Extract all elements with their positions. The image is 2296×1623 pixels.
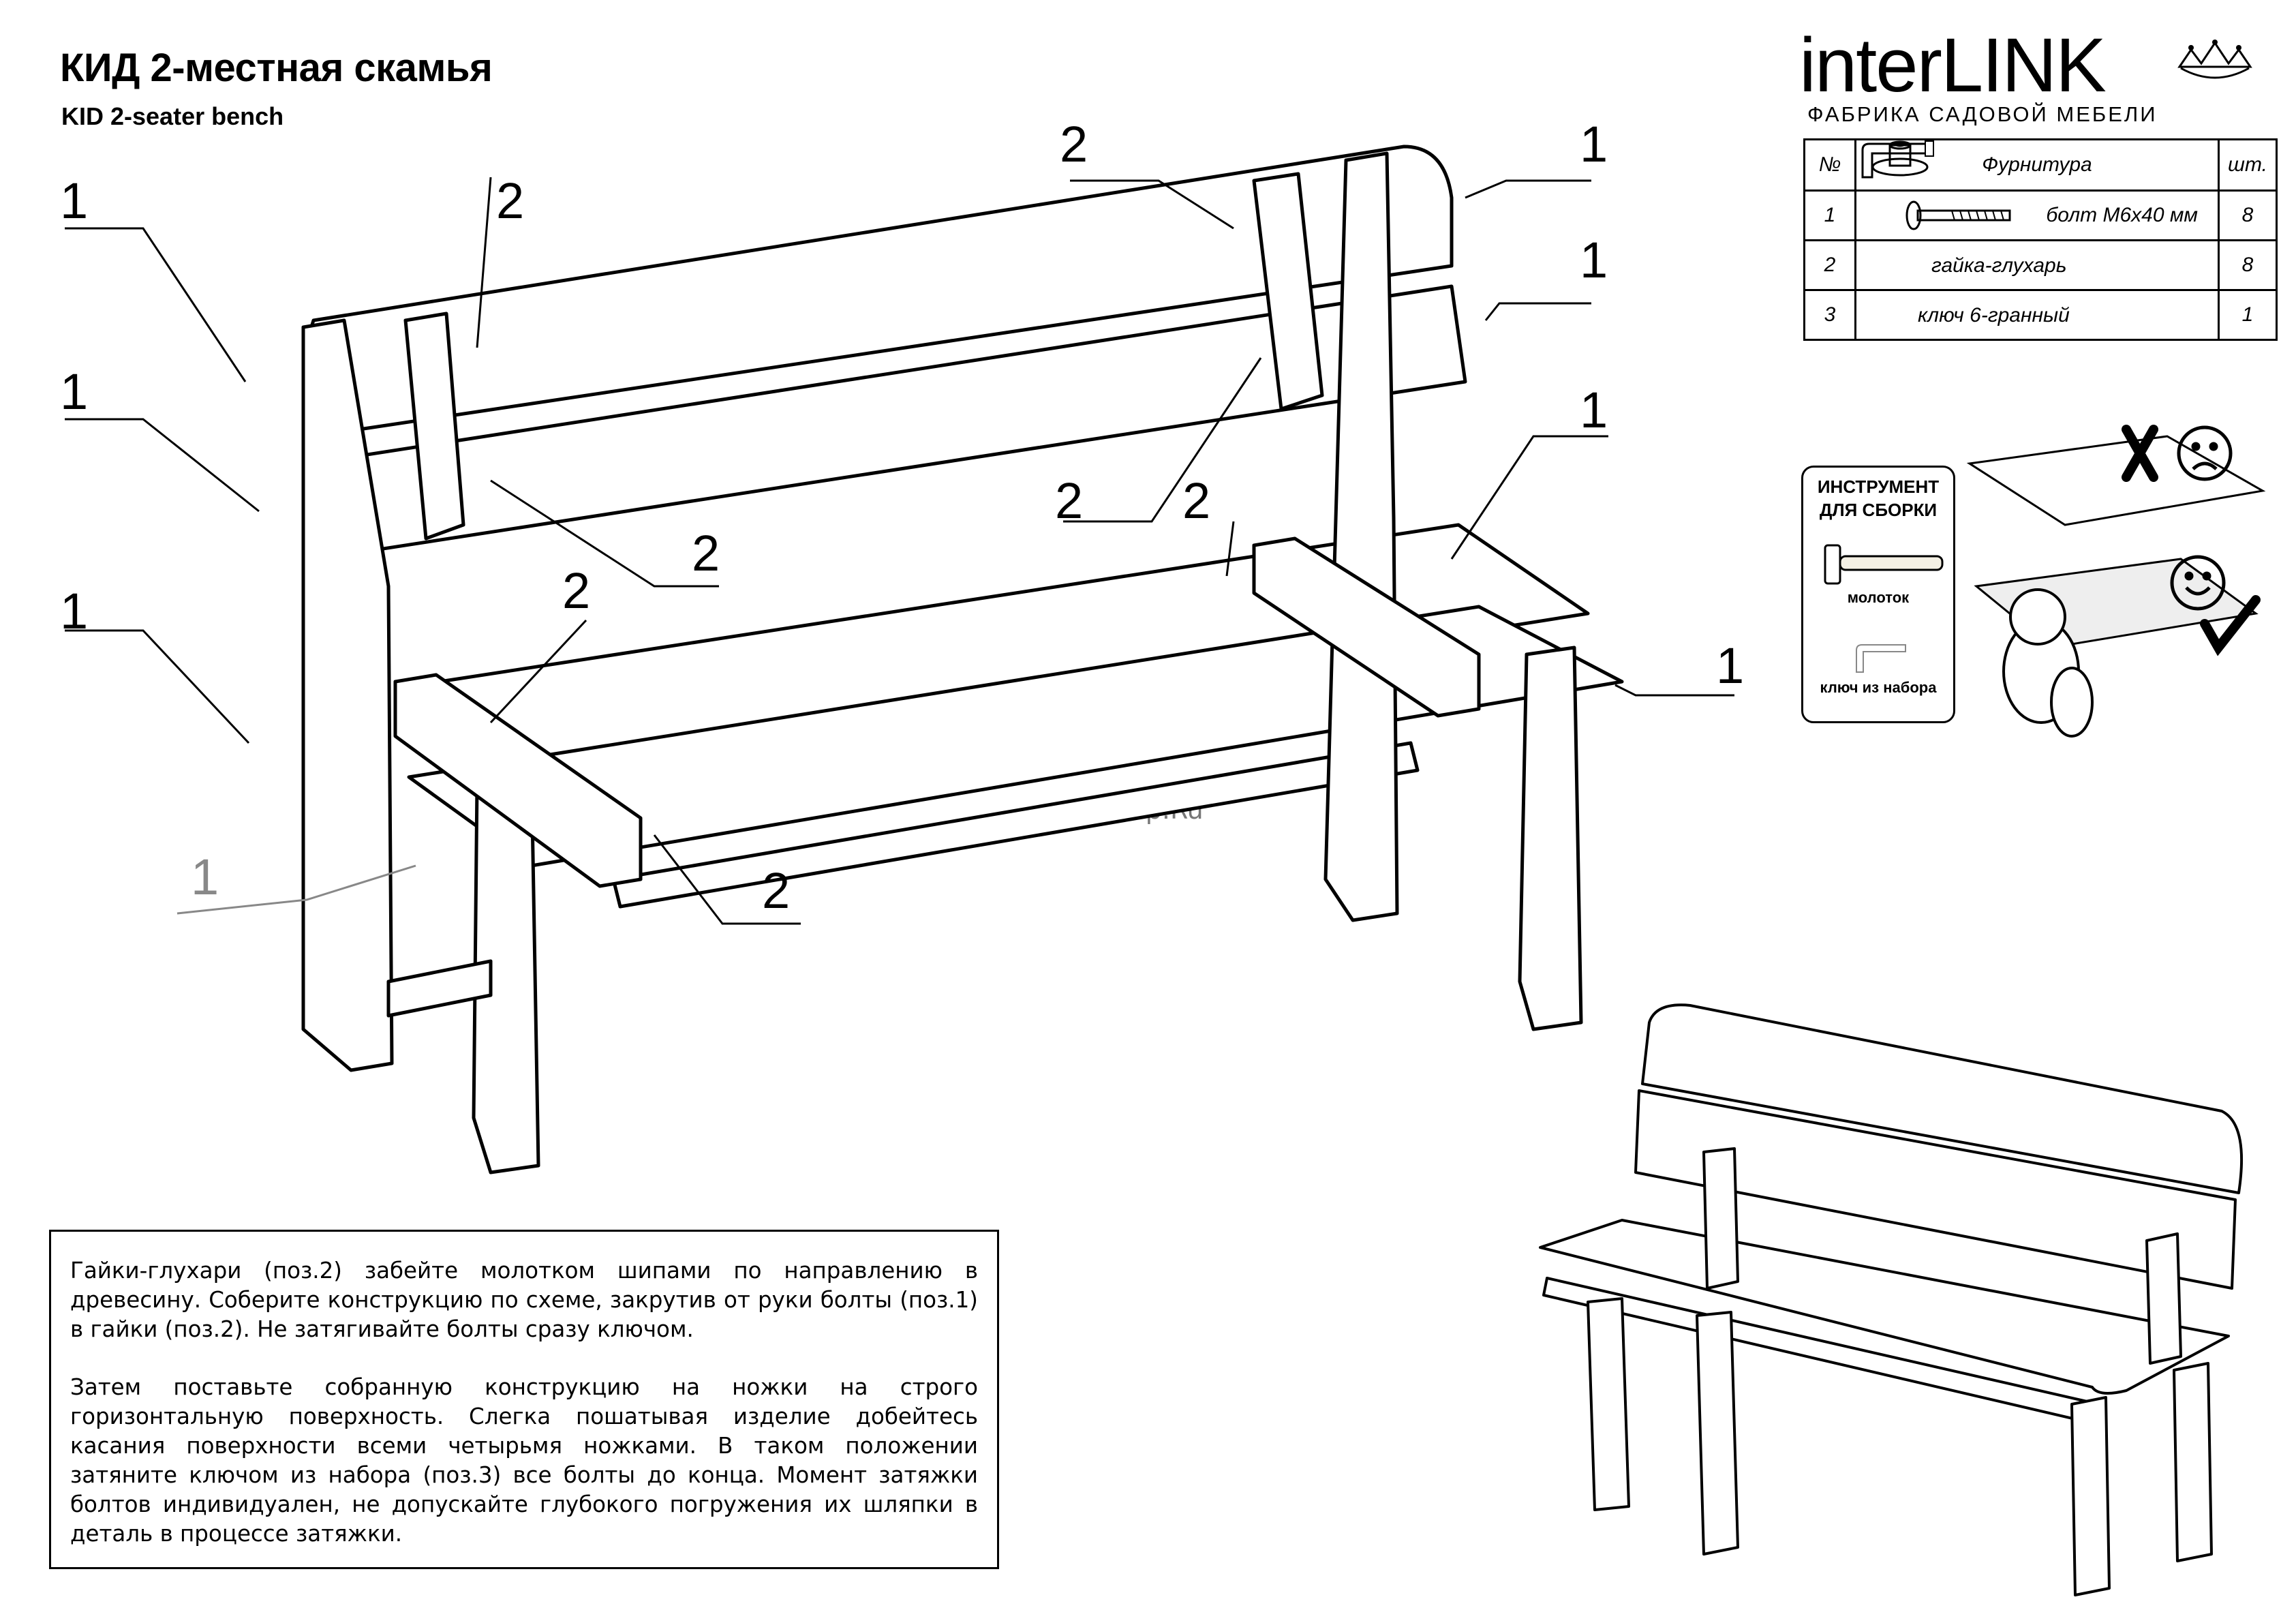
callout-nut: 2 <box>762 862 791 919</box>
callout-bolt: 1 <box>191 849 219 905</box>
rear-right-leg <box>1323 151 1399 922</box>
row-name-text: гайка-глухарь <box>1931 254 2067 277</box>
callout-bolt: 1 <box>60 363 89 420</box>
front-left-leg <box>472 775 540 1174</box>
table-row: 2 гайка-глухарь 8 <box>1803 140 2278 291</box>
table-row: 1 болт М6х40 мм 8 <box>1803 189 2278 241</box>
callout-nut: 2 <box>1055 472 1084 529</box>
right-seat-support <box>1252 536 1481 718</box>
backrest-bracket-left <box>403 312 465 541</box>
row-name-text: ключ 6-гранный <box>1918 303 2070 327</box>
parts-table: № Фурнитура шт. 1 болт М6х40 мм 8 2 гайк… <box>1803 138 2278 341</box>
hex-key-icon <box>1856 644 1906 673</box>
sad-face-icon <box>2177 425 2233 481</box>
callout-nut: 2 <box>1182 472 1211 529</box>
crown-logo-icon <box>2177 40 2252 79</box>
callout-bolt: 1 <box>1580 232 1608 288</box>
callout-bolt: 1 <box>1716 637 1745 694</box>
parts-table-header: № Фурнитура шт. <box>1803 138 2278 192</box>
row-name: гайка-глухарь <box>1854 140 2220 291</box>
callout-nut: 2 <box>692 525 720 581</box>
callout-bolt: 1 <box>1580 382 1608 438</box>
rear-left-leg <box>301 318 394 1072</box>
hex-key-icon <box>1861 140 1934 178</box>
assembly-tools-panel: ИНСТРУМЕНТ ДЛЯ СБОРКИ молоток ключ из на… <box>1801 466 1955 723</box>
row-num: 2 <box>1803 239 1856 291</box>
instructions-paragraph-2: Затем поставьте собранную конструкцию на… <box>70 1374 978 1547</box>
row-qty: 8 <box>2218 189 2278 241</box>
row-num: 3 <box>1803 289 1856 341</box>
hammer-label: молоток <box>1847 589 1910 606</box>
backrest-top-board <box>301 145 1454 438</box>
watermark: McGrp.Ru <box>1078 795 1204 825</box>
backrest-bracket-right <box>1252 172 1324 411</box>
cross-mark-icon <box>2122 425 2158 482</box>
col-num: № <box>1803 138 1856 192</box>
brand-logo: interLINK <box>1799 22 2107 108</box>
callout-leaders <box>65 177 1734 925</box>
key-label: ключ из набора <box>1820 679 1937 696</box>
page-subtitle: KID 2-seater bench <box>61 102 284 130</box>
callout-nut: 2 <box>1060 116 1088 172</box>
instructions-paragraph-1: Гайки-глухари (поз.2) забейте молотком ш… <box>70 1258 978 1342</box>
assembled-bench-thumbnail <box>1539 1003 2244 1596</box>
callout-bolt: 1 <box>1580 116 1608 172</box>
brand-tagline: ФАБРИКА САДОВОЙ МЕБЕЛИ <box>1807 102 2158 126</box>
row-name: болт М6х40 мм <box>1854 189 2220 241</box>
floor-surface-illustration <box>1966 435 2266 649</box>
check-mark-icon <box>2200 595 2261 656</box>
row-qty: 1 <box>2218 289 2278 341</box>
cross-rail <box>611 741 1420 909</box>
backrest-bottom-board <box>308 284 1467 561</box>
assembly-instructions: Гайки-глухари (поз.2) забейте молотком ш… <box>49 1230 999 1569</box>
bolt-icon <box>1905 200 2011 230</box>
col-qty: шт. <box>2218 138 2278 192</box>
row-name-text: болт М6х40 мм <box>2046 204 2198 226</box>
left-lower-brace <box>386 959 493 1018</box>
page-title: КИД 2-местная скамья <box>60 46 493 90</box>
seat-board-front <box>407 605 1624 868</box>
happy-face-icon <box>2170 555 2226 611</box>
col-hardware: Фурнитура <box>1854 138 2220 192</box>
hammer-icon <box>1824 544 1944 585</box>
front-right-leg <box>1518 646 1583 1031</box>
row-qty: 8 <box>2218 239 2278 291</box>
callout-nut: 2 <box>562 562 591 619</box>
table-row: 3 ключ 6-гранный 1 <box>1803 140 2278 341</box>
row-num: 1 <box>1803 189 1856 241</box>
callout-bolt: 1 <box>60 583 89 639</box>
left-seat-support <box>393 673 643 888</box>
row-name: ключ 6-гранный <box>1854 140 2220 341</box>
tools-title-line1: ИНСТРУМЕНТ <box>1817 476 1940 497</box>
tools-title-line2: ДЛЯ СБОРКИ <box>1819 500 1938 520</box>
beaver-mascot-icon <box>2002 588 2094 738</box>
callout-nut: 2 <box>496 172 525 229</box>
callout-bolt: 1 <box>60 172 89 229</box>
